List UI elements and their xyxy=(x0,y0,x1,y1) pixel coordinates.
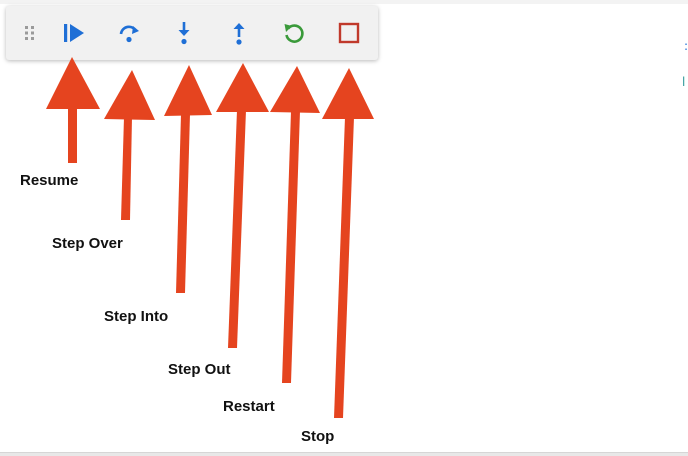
step-into-button[interactable] xyxy=(170,19,198,47)
stop-button[interactable] xyxy=(335,19,363,47)
step-over-button[interactable] xyxy=(115,19,143,47)
restart-icon xyxy=(282,21,306,45)
bottom-edge xyxy=(0,452,688,456)
stop-icon xyxy=(338,22,360,44)
arrow-step-into xyxy=(164,65,212,116)
editor-edge-glyph: l xyxy=(682,75,686,89)
arrow-restart xyxy=(270,66,320,113)
arrow-stop-shaft xyxy=(334,117,354,418)
drag-handle-icon[interactable] xyxy=(24,25,36,46)
restart-button[interactable] xyxy=(280,19,308,47)
step-out-icon xyxy=(229,20,249,46)
label-step-over: Step Over xyxy=(52,235,123,252)
editor-top-strip xyxy=(0,0,688,4)
arrow-step-into-shaft xyxy=(176,114,190,293)
arrow-step-over-shaft xyxy=(121,117,132,220)
arrow-restart-shaft xyxy=(282,111,300,383)
label-step-out: Step Out xyxy=(168,361,231,378)
label-step-into: Step Into xyxy=(104,308,169,325)
resume-button[interactable] xyxy=(60,19,88,47)
arrow-step-over xyxy=(104,70,155,120)
arrow-step-out xyxy=(216,63,269,112)
label-restart: Restart xyxy=(223,398,275,415)
label-stop: Stop xyxy=(301,428,335,445)
arrow-resume-shaft xyxy=(68,107,77,163)
step-into-icon xyxy=(174,20,194,46)
editor-edge-glyph: : xyxy=(684,39,688,53)
resume-icon xyxy=(62,22,86,44)
arrow-resume xyxy=(46,57,100,109)
arrow-stop xyxy=(322,68,374,119)
step-over-icon xyxy=(116,22,142,44)
arrow-step-out-shaft xyxy=(228,110,246,348)
step-out-button[interactable] xyxy=(225,19,253,47)
debug-toolbar xyxy=(6,6,378,60)
label-resume: Resume xyxy=(20,172,79,189)
